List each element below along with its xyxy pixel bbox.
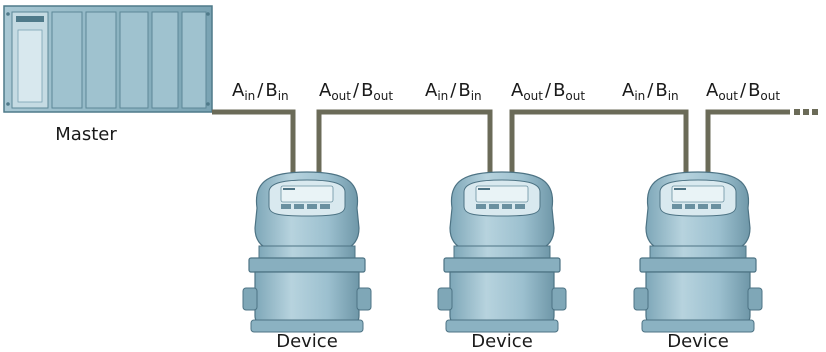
cable-device-3-out — [705, 109, 790, 186]
field-device-3 — [633, 171, 763, 333]
bus-continuation — [794, 109, 818, 115]
device-label-1: Device — [276, 331, 338, 352]
master-label: Master — [55, 124, 117, 145]
bus-cable — [212, 109, 790, 186]
port-label-2: Aout/Bout — [319, 80, 394, 103]
port-label-6: Aout/Bout — [706, 80, 781, 103]
port-label-1: Ain/Bin — [232, 80, 289, 103]
device-label-3: Device — [667, 331, 729, 352]
field-device-1 — [242, 171, 372, 333]
cable-master-to-device-1 — [212, 109, 296, 186]
port-label-5: Ain/Bin — [622, 80, 679, 103]
port-label-4: Aout/Bout — [511, 80, 586, 103]
port-label-3: Ain/Bin — [425, 80, 482, 103]
device-label-2: Device — [471, 331, 533, 352]
master-rack — [3, 5, 213, 113]
field-device-2 — [437, 171, 567, 333]
cable-device-2-to-device-3 — [509, 109, 689, 186]
cable-device-1-to-device-2 — [316, 109, 493, 186]
